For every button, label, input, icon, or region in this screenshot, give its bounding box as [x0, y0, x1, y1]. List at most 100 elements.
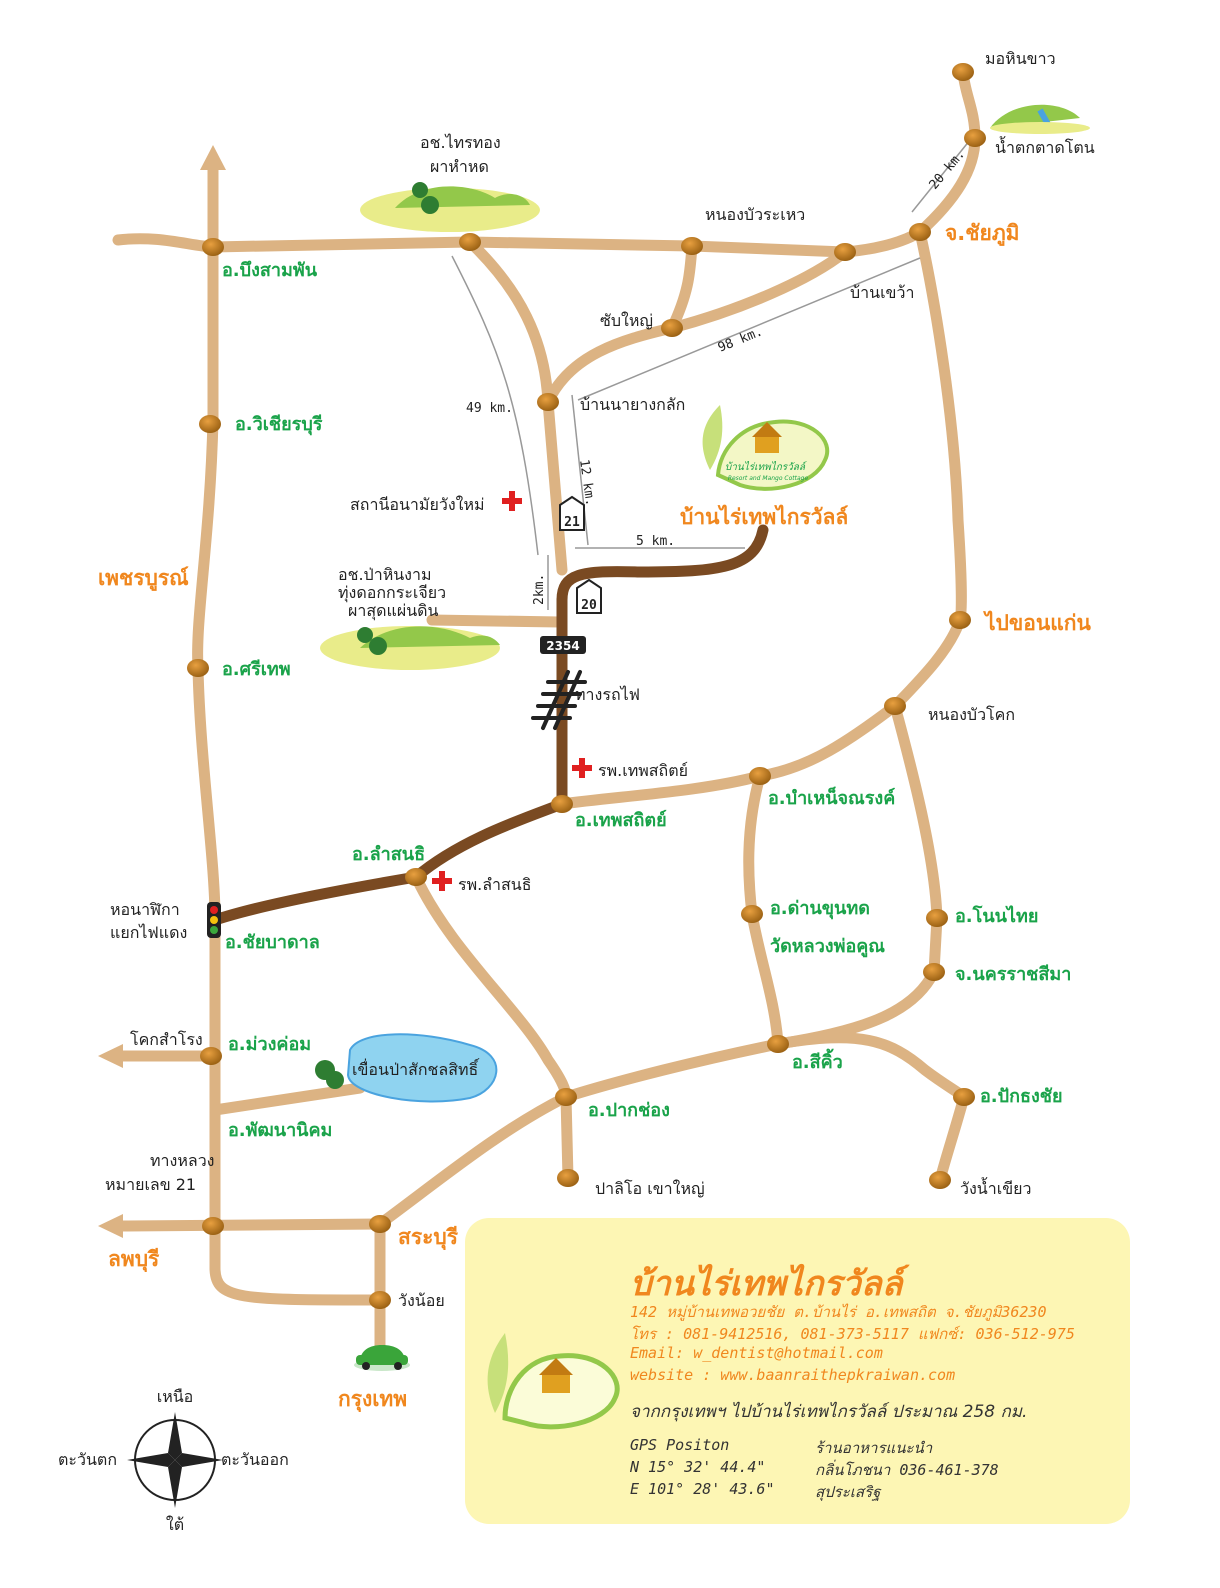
label-bangkok: กรุงเทพ — [338, 1387, 407, 1413]
labels-orange: จ.ชัยภูมิ เพชรบูรณ์ บ้านไร่เทพไกรวัลล์ ไ… — [98, 221, 1091, 1413]
road-left-vertical — [192, 154, 221, 924]
road-nayangklak-sapyai — [542, 322, 678, 408]
label-railway: ทางรถไฟ — [575, 685, 640, 704]
label-pha-sut-phaen-din: ผาสุดแผ่นดิน — [348, 601, 439, 621]
route-shield-21: 21 — [559, 495, 585, 531]
label-wang-nam-khiao: วังน้ำเขียว — [960, 1177, 1031, 1198]
label-chaiyaphum: จ.ชัยภูมิ — [945, 221, 1020, 247]
label-lam-sonthi: อ.ลำสนธิ — [352, 844, 425, 865]
road-bamnet-thepsathit — [556, 770, 766, 810]
arrow-lopburi — [98, 1214, 123, 1238]
red-cross-icon — [432, 871, 452, 891]
label-namtok-tat-ton: น้ำตกตาดโตน — [995, 136, 1095, 157]
label-hosp-lam-sonthi: รพ.ลำสนธิ — [458, 875, 531, 894]
distance-98km: 98 km. — [716, 324, 765, 356]
label-mo-hin-khao: มอหินขาว — [985, 49, 1056, 68]
info-panel: บ้านไร่เทพไกรวัลล์ 142 หมู่บ้านเทพอวยชัย… — [465, 1218, 1130, 1524]
route-shield-2354: 2354 — [540, 636, 586, 654]
restaurant-2: สุประเสริฐ — [815, 1483, 881, 1501]
labels-green: อ.บึงสามพัน อ.วิเชียรบุรี อ.ศรีเทพ อ.เทพ… — [222, 260, 1071, 1141]
label-to-khon-kaen: ไปขอนแก่น — [983, 610, 1091, 635]
label-dan-khun-thot: อ.ด่านขุนทด — [770, 898, 870, 920]
road-sapyai-north — [666, 240, 698, 334]
logo-subtitle: Resort and Mango Cottage — [728, 475, 809, 482]
logo-name: บ้านไร่เทพไกรวัลล์ — [725, 461, 807, 473]
railway-symbol — [531, 670, 587, 730]
compass-west: ตะวันตก — [58, 1450, 117, 1469]
label-saraburi: สระบุรี — [398, 1225, 459, 1251]
red-cross-icon — [572, 758, 592, 778]
label-thep-sathit: อ.เทพสถิตย์ — [575, 809, 667, 831]
route-lamsonthi-chaibadan — [209, 871, 422, 926]
route-number-20: 20 — [581, 598, 597, 613]
label-highway: ทางหลวง — [150, 1151, 215, 1170]
road-nayangklak-top — [464, 236, 554, 408]
label-resort: บ้านไร่เทพไกรวัลล์ — [680, 504, 848, 529]
label-bamnet-narong: อ.บำเหน็จณรงค์ — [768, 786, 895, 809]
compass-east: ตะวันออก — [221, 1450, 289, 1469]
road-pakchong-saraburi — [374, 1091, 572, 1230]
dist-line-98 — [577, 257, 921, 401]
label-nong-bua-rawe: หนองบัวระเหว — [705, 205, 805, 224]
label-sikhio: อ.สีคิ้ว — [792, 1048, 843, 1073]
park-pa-hin-ngam-art — [320, 626, 500, 670]
compass-north: เหนือ — [157, 1387, 194, 1406]
gps-north: N 15° 32' 44.4" — [630, 1458, 766, 1476]
distance-5km: 5 km. — [636, 534, 675, 549]
info-website[interactable]: website : www.baanraithepkraiwan.com — [630, 1366, 956, 1384]
label-muang-khom: อ.ม่วงค่อม — [228, 1034, 311, 1055]
label-highway-number: หมายเลข 21 — [105, 1175, 196, 1194]
distance-49km: 49 km. — [466, 401, 513, 416]
resort-logo-info — [487, 1333, 620, 1430]
distance-12km: 12 km. — [576, 458, 597, 507]
road-saraburi-lopburi — [114, 1218, 386, 1232]
road-pakchong-palio — [560, 1091, 574, 1184]
label-pak-thong-chai: อ.ปักธงชัย — [980, 1086, 1063, 1107]
info-address: 142 หมู่บ้านเทพอวยชัย ต.บ้านไร่ อ.เทพสถิ… — [630, 1303, 1047, 1321]
info-email[interactable]: Email: w_dentist@hotmail.com — [630, 1344, 883, 1362]
label-thung-dok-krachiao: ทุ่งดอกกระเจียว — [338, 583, 446, 603]
label-na-yang-klak: บ้านนายางกลัก — [580, 395, 685, 414]
label-nong-bua-khok: หนองบัวโคก — [928, 705, 1015, 724]
label-clock-tower: หอนาฬิกา — [110, 900, 180, 919]
label-ban-khwao: บ้านเขว้า — [850, 283, 914, 302]
road-right-diag — [889, 614, 966, 712]
park-sai-thong-art — [360, 182, 540, 232]
road-lamsonthi-pakchong — [410, 871, 572, 1103]
distance-2km: 2km. — [532, 574, 547, 605]
route-thepsathit-lamsonthi — [410, 798, 568, 883]
arrow-khoksamrong — [98, 1044, 123, 1068]
restaurant-1: กลิ่นโภชนา 036-461-378 — [815, 1461, 999, 1479]
arrow-north — [200, 145, 226, 170]
road-arrows — [98, 145, 226, 1238]
label-pak-chong: อ.ปากช่อง — [588, 1100, 670, 1121]
label-nakhon-ratchasima: จ.นครราชสีมา — [955, 964, 1071, 985]
resort-logo-map: บ้านไร่เทพไกรวัลล์ Resort and Mango Cott… — [702, 405, 829, 491]
label-palio-khao-yai: ปาลิโอ เขาใหญ่ — [595, 1179, 705, 1198]
road-pakthongchai-wangnam — [934, 1091, 970, 1186]
labels-black: มอหินขาว น้ำตกตาดโตน หนองบัวระเหว บ้านเข… — [105, 49, 1095, 1310]
dist-line-20 — [911, 139, 971, 213]
road-phatthana — [209, 1082, 366, 1116]
dist-line-12 — [571, 394, 589, 546]
label-pha-ham-hot: ผาหำหด — [430, 157, 489, 176]
road-sapyai-banwao — [666, 246, 851, 334]
route-shield-20: 20 — [576, 578, 602, 614]
red-cross-icon — [502, 491, 522, 511]
route-number-21: 21 — [564, 515, 580, 530]
distance-markers — [451, 139, 971, 610]
road-left-lower — [209, 912, 386, 1306]
main-route — [209, 524, 769, 926]
route-number-2354: 2354 — [546, 639, 579, 653]
label-khok-samrong: โคกสำโรง — [130, 1030, 203, 1049]
road-right-vertical — [914, 226, 967, 626]
label-chai-badan: อ.ชัยบาดาล — [225, 932, 320, 953]
dam-art — [315, 1033, 498, 1103]
gps-east: E 101° 28' 43.6" — [630, 1480, 775, 1498]
gps-label: GPS Positon — [630, 1436, 730, 1454]
traffic-light-icon — [207, 902, 221, 938]
label-si-thep: อ.ศรีเทพ — [222, 659, 291, 680]
label-wat-luang-pho-khun: วัดหลวงพ่อคูณ — [770, 936, 885, 958]
roads — [112, 66, 981, 1356]
